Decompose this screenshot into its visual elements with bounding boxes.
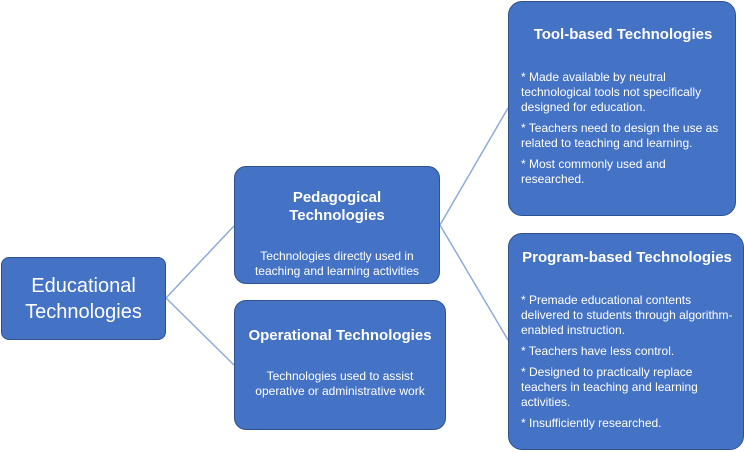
program-based-title: Program-based Technologies [522, 249, 732, 266]
tool-based-bullet: * Most commonly used and researched. [521, 157, 666, 186]
pedagogical-technologies-box: Pedagogical Technologies Technologies di… [234, 166, 440, 284]
program-based-technologies-box: Program-based Technologies * Premade edu… [508, 233, 744, 450]
operational-title: Operational Technologies [248, 327, 432, 344]
tool-based-title: Tool-based Technologies [533, 26, 713, 43]
program-based-bullet: * Premade educational contents delivered… [521, 293, 733, 337]
connector-pedagogical-to-tool [439, 107, 509, 226]
program-based-bullet: * Designed to practically replace teache… [521, 365, 698, 409]
operational-description: Technologies used to assist operative or… [255, 369, 425, 398]
connector-pedagogical-to-program [439, 224, 509, 341]
program-based-bullet: * Insufficiently researched. [521, 416, 662, 430]
operational-technologies-box: Operational Technologies Technologies us… [234, 300, 446, 430]
educational-technologies-box: Educational Technologies [1, 257, 166, 340]
pedagogical-description: Technologies directly used in teaching a… [254, 249, 420, 278]
root-line-2: Technologies [25, 300, 142, 323]
connector-root-to-operational [165, 297, 235, 366]
connector-root-to-pedagogical [165, 225, 235, 299]
program-based-bullet-list: * Premade educational contents delivered… [521, 293, 733, 431]
tool-based-technologies-box: Tool-based Technologies * Made available… [508, 1, 736, 216]
educational-technologies-label: Educational Technologies [25, 273, 142, 325]
tool-based-bullet-list: * Made available by neutral technologica… [521, 70, 725, 187]
root-line-1: Educational [31, 274, 136, 297]
tool-based-bullet: * Teachers need to design the use as rel… [521, 121, 719, 150]
tool-based-bullet: * Made available by neutral technologica… [521, 70, 702, 114]
program-based-bullet: * Teachers have less control. [521, 344, 675, 358]
pedagogical-title: Pedagogical Technologies [289, 189, 385, 224]
